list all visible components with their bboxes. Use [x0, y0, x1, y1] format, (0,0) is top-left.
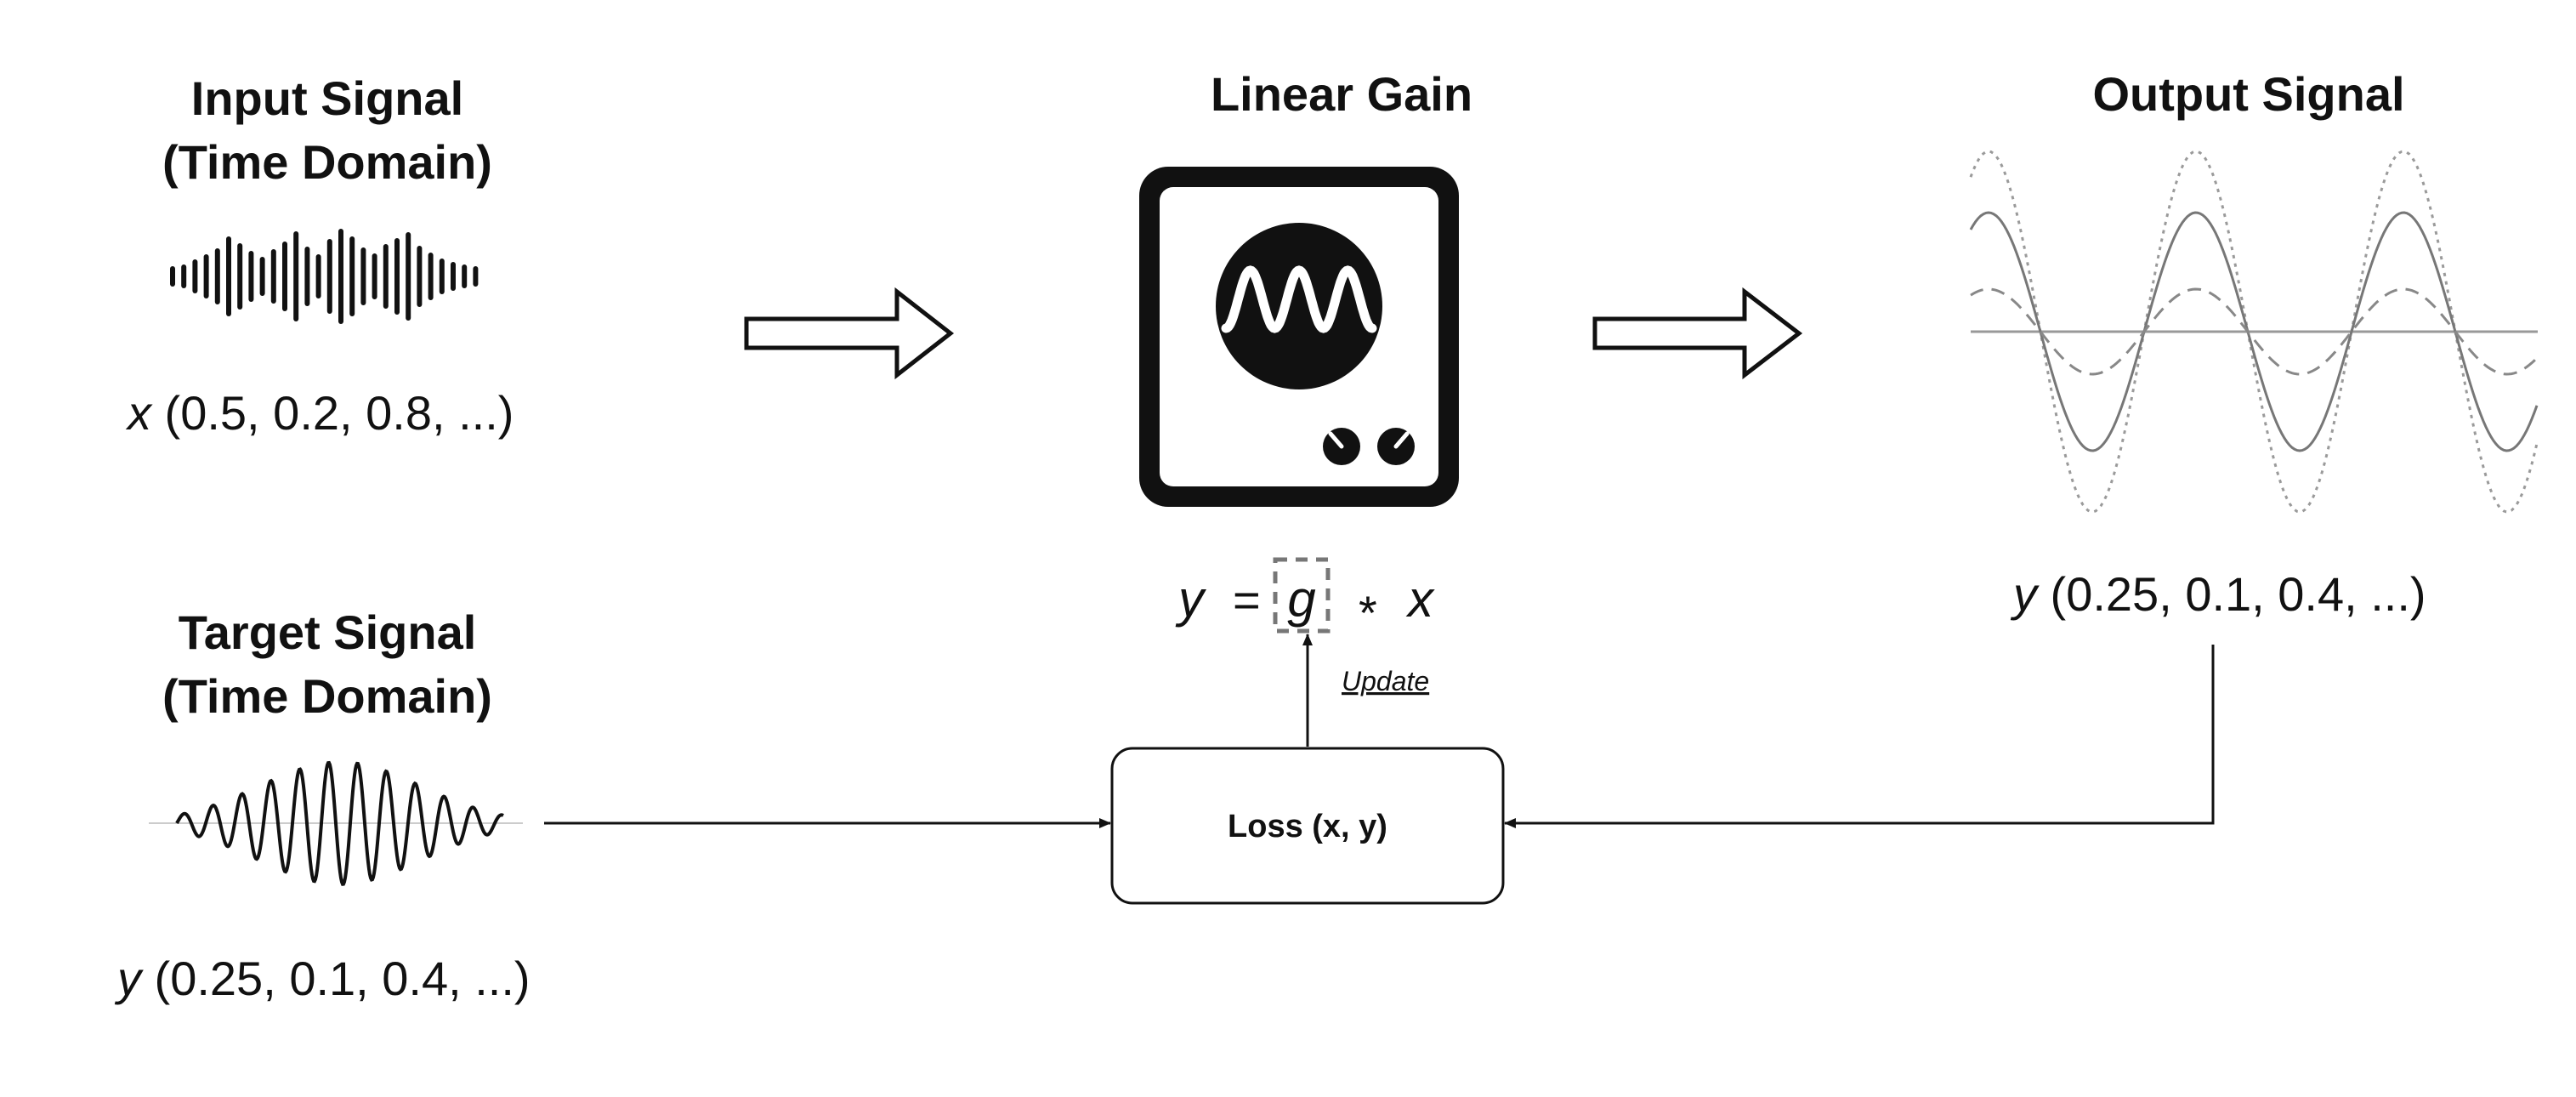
- input-values: (0.5, 0.2, 0.8, ...): [151, 386, 513, 440]
- target-section: Target Signal (Time Domain) y (0.25, 0.1…: [114, 605, 531, 1005]
- eq-x: x: [1405, 571, 1435, 628]
- target-var: y: [114, 952, 144, 1005]
- eq-g: g: [1287, 571, 1315, 628]
- input-title-line1: Input Signal: [191, 71, 463, 125]
- input-waveform-icon: [170, 229, 479, 324]
- gain-section: Linear Gain y = g * x: [1139, 67, 1472, 639]
- knob-icon: [1323, 428, 1360, 465]
- target-waveform-icon: [149, 760, 523, 886]
- target-signal-label: y (0.25, 0.1, 0.4, ...): [114, 952, 531, 1005]
- gain-param-highlight: [1273, 557, 1331, 634]
- input-var: x: [125, 386, 153, 440]
- loss-label: Loss (x, y): [1228, 809, 1387, 844]
- right-arrow-icon: [744, 287, 955, 380]
- target-values: (0.25, 0.1, 0.4, ...): [141, 952, 531, 1005]
- input-section: Input Signal (Time Domain) x (0.5, 0.2, …: [125, 71, 513, 440]
- knob-icon: [1377, 428, 1415, 465]
- output-signal-label: y (0.25, 0.1, 0.4, ...): [2010, 567, 2426, 621]
- update-label: Update: [1342, 666, 1429, 696]
- gain-device-icon: [1139, 167, 1459, 507]
- eq-y: y: [1175, 571, 1207, 628]
- target-title-line1: Target Signal: [179, 605, 477, 659]
- output-waves-icon: [1969, 150, 2539, 514]
- input-title-line2: (Time Domain): [162, 135, 492, 189]
- eq-equals: =: [1233, 573, 1261, 627]
- output-var: y: [2010, 567, 2040, 621]
- output-values: (0.25, 0.1, 0.4, ...): [2037, 567, 2426, 621]
- eq-times: *: [1359, 586, 1377, 639]
- output-to-loss-connector: [1504, 645, 2215, 828]
- output-section: Output Signal y (0.25, 0.1, 0.4, ...): [1969, 67, 2539, 621]
- gain-title: Linear Gain: [1211, 67, 1472, 121]
- loss-node: Loss (x, y): [1110, 747, 1505, 905]
- target-title-line2: (Time Domain): [162, 669, 492, 723]
- output-title: Output Signal: [2092, 67, 2404, 121]
- input-signal-label: x (0.5, 0.2, 0.8, ...): [125, 386, 513, 440]
- right-arrow-icon: [1592, 287, 1803, 380]
